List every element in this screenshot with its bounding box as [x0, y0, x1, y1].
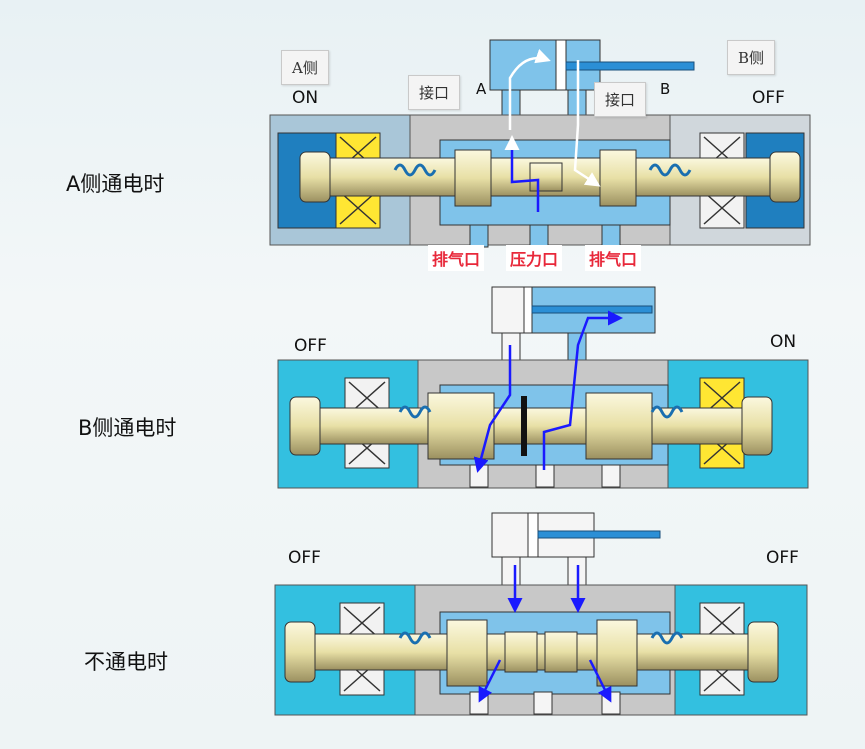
valve-deenergized [274, 512, 808, 716]
row-label-a-energized: A侧通电时 [66, 172, 165, 196]
row-label-no-power: 不通电时 [84, 650, 168, 674]
tag-port-2: 接口 [594, 82, 647, 117]
port-exhaust-right: 排气口 [585, 245, 642, 271]
valve-a-energized [269, 39, 811, 248]
state-left-row2: OFF [294, 336, 327, 356]
tag-port-1: 接口 [408, 75, 461, 110]
valve-b-energized [277, 286, 809, 489]
letter-b: B [660, 80, 671, 98]
state-left-row1: ON [292, 88, 319, 108]
tag-a-side: A侧 [281, 50, 329, 85]
state-right-row1: OFF [752, 88, 785, 108]
tag-b-side: B侧 [727, 40, 776, 75]
port-exhaust-left: 排气口 [428, 245, 485, 271]
state-right-row2: ON [770, 332, 797, 352]
port-pressure: 压力口 [506, 245, 563, 271]
row-label-b-energized: B侧通电时 [78, 416, 177, 440]
state-left-row3: OFF [288, 548, 321, 568]
state-right-row3: OFF [766, 548, 799, 568]
letter-a: A [476, 80, 487, 98]
